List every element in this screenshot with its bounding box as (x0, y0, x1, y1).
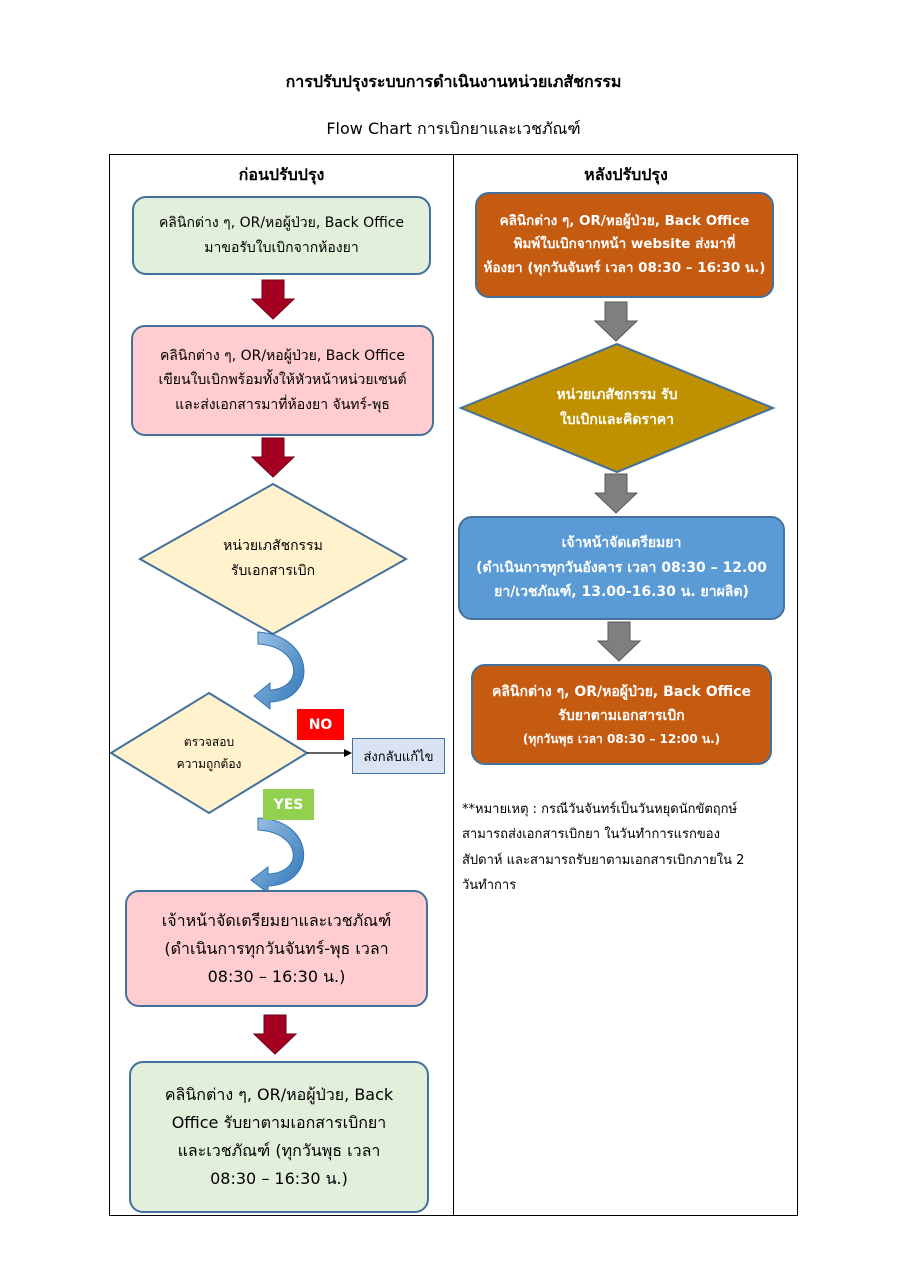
curved-arrow-icon (253, 631, 305, 711)
arrowhead-icon (344, 749, 352, 757)
box-line: และส่งเอกสารมาที่ห้องยา จันทร์-พุธ (175, 396, 390, 413)
box-line: มาขอรับใบเบิกจากห้องยา (204, 239, 359, 256)
box-line: คลินิกต่าง ๆ, OR/หอผู้ป่วย, Back Office (158, 215, 405, 231)
arrow-down-icon (596, 621, 642, 662)
note-line: สัปดาห์ และสามารถรับยาตามเอกสารเบิกภายใน… (462, 852, 745, 868)
box-line: พิมพ์ใบเบิกจากหน้า website ส่งมาที่ (513, 236, 736, 253)
note-line: วันทำการ (462, 878, 517, 894)
box-line: ห้องยา (ทุกวันจันทร์ เวลา 08:30 – 16:30 … (483, 259, 766, 276)
decision-diamond-pricing (458, 342, 776, 474)
box-line: (ดำเนินการทุกวันจันทร์-พุธ เวลา (164, 938, 389, 958)
box-line: และเวชภัณฑ์ (ทุกวันพุธ เวลา (177, 1141, 381, 1160)
diamond-line: หน่วยเภสัชกรรม รับ (556, 386, 678, 403)
diamond-line: ความถูกต้อง (176, 757, 242, 771)
page-subtitle: Flow Chart การเบิกยาและเวชภัณฑ์ (326, 119, 581, 138)
arrow-down-icon (250, 437, 296, 478)
before-step2-write-form: คลินิกต่าง ๆ, OR/หอผู้ป่วย, Back Office … (131, 325, 434, 436)
box-line: เจ้าหน้าจัดเตรียมยาและเวชภัณฑ์ (161, 910, 392, 930)
box-line: คลินิกต่าง ๆ, OR/หอผู้ป่วย, Back Office (491, 683, 752, 700)
box-line: คลินิกต่าง ๆ, OR/หอผู้ป่วย, Back Office (159, 347, 406, 364)
arrow-down-icon (252, 1014, 298, 1055)
box-line: 08:30 – 16:30 น.) (210, 1169, 348, 1188)
after-step2-prepare: เจ้าหน้าจัดเตรียมยา (ดำเนินการทุกวันอังค… (458, 516, 785, 620)
decision-diamond-receive (137, 482, 409, 636)
before-step1-request-form: คลินิกต่าง ๆ, OR/หอผู้ป่วย, Back Office … (132, 196, 431, 275)
arrow-down-icon (593, 301, 639, 342)
box-line: Office รับยาตามเอกสารเบิกยา (171, 1113, 387, 1132)
no-label: NO (297, 709, 344, 740)
arrow-down-icon (250, 279, 296, 320)
decision1-label: หน่วยเภสัชกรรม รับเอกสารเบิก (193, 528, 353, 590)
box-line: (ทุกวันพุธ เวลา 08:30 – 12:00 น.) (522, 731, 721, 746)
diamond-line: ตรวจสอบ (183, 735, 235, 750)
diamond-line: ใบเบิกและคิดราคา (559, 412, 675, 428)
note-line: **หมายเหตุ : กรณีวันจันทร์เป็นวันหยุดนัก… (462, 802, 738, 817)
arrow-down-icon (593, 473, 639, 514)
diamond-line: หน่วยเภสัชกรรม (223, 537, 323, 554)
before-step3-prepare: เจ้าหน้าจัดเตรียมยาและเวชภัณฑ์ (ดำเนินกา… (125, 890, 428, 1007)
curved-arrow-icon (250, 817, 304, 895)
box-line: รับยาตามเอกสารเบิก (558, 708, 685, 724)
box-line: เขียนใบเบิกพร้อมทั้งให้หัวหน้าหน่วยเซนต์ (158, 372, 407, 389)
diamond-line: รับเอกสารเบิก (230, 563, 316, 579)
box-line: (ดำเนินการทุกวันอังคาร เวลา 08:30 – 12.0… (476, 559, 767, 576)
box-line: คลินิกต่าง ๆ, OR/หอผู้ป่วย, Back (164, 1085, 394, 1104)
page-title: การปรับปรุงระบบการดำเนินงานหน่วยเภสัชกรร… (285, 72, 622, 91)
box-line: เจ้าหน้าจัดเตรียมยา (561, 535, 682, 552)
yes-label: YES (263, 789, 314, 820)
after-heading: หลังปรับปรุง (584, 165, 668, 184)
box-line: คลินิกต่าง ๆ, OR/หอผู้ป่วย, Back Office (499, 212, 750, 229)
decision-diamond-verify (109, 691, 309, 815)
decision2-label: ตรวจสอบ ความถูกต้อง (151, 731, 267, 777)
note-text: **หมายเหตุ : กรณีวันจันทร์เป็นวันหยุดนัก… (462, 797, 792, 898)
after-step1-print-form: คลินิกต่าง ๆ, OR/หอผู้ป่วย, Back Office … (475, 192, 774, 298)
box-line: ยา/เวชภัณฑ์, 13.00-16.30 น. ยาผลิต) (494, 584, 749, 601)
note-line: สามารถส่งเอกสารเบิกยา ในวันทำการแรกของ (462, 827, 720, 843)
after-decision-label: หน่วยเภสัชกรรม รับ ใบเบิกและคิดราคา (527, 379, 707, 437)
after-step3-receive: คลินิกต่าง ๆ, OR/หอผู้ป่วย, Back Office … (471, 664, 772, 765)
return-for-correction-box: ส่งกลับแก้ไข (352, 738, 445, 774)
before-step4-receive: คลินิกต่าง ๆ, OR/หอผู้ป่วย, Back Office … (129, 1061, 429, 1213)
box-line: 08:30 – 16:30 น.) (207, 966, 346, 986)
before-heading: ก่อนปรับปรุง (238, 165, 325, 184)
column-divider (453, 154, 454, 1216)
